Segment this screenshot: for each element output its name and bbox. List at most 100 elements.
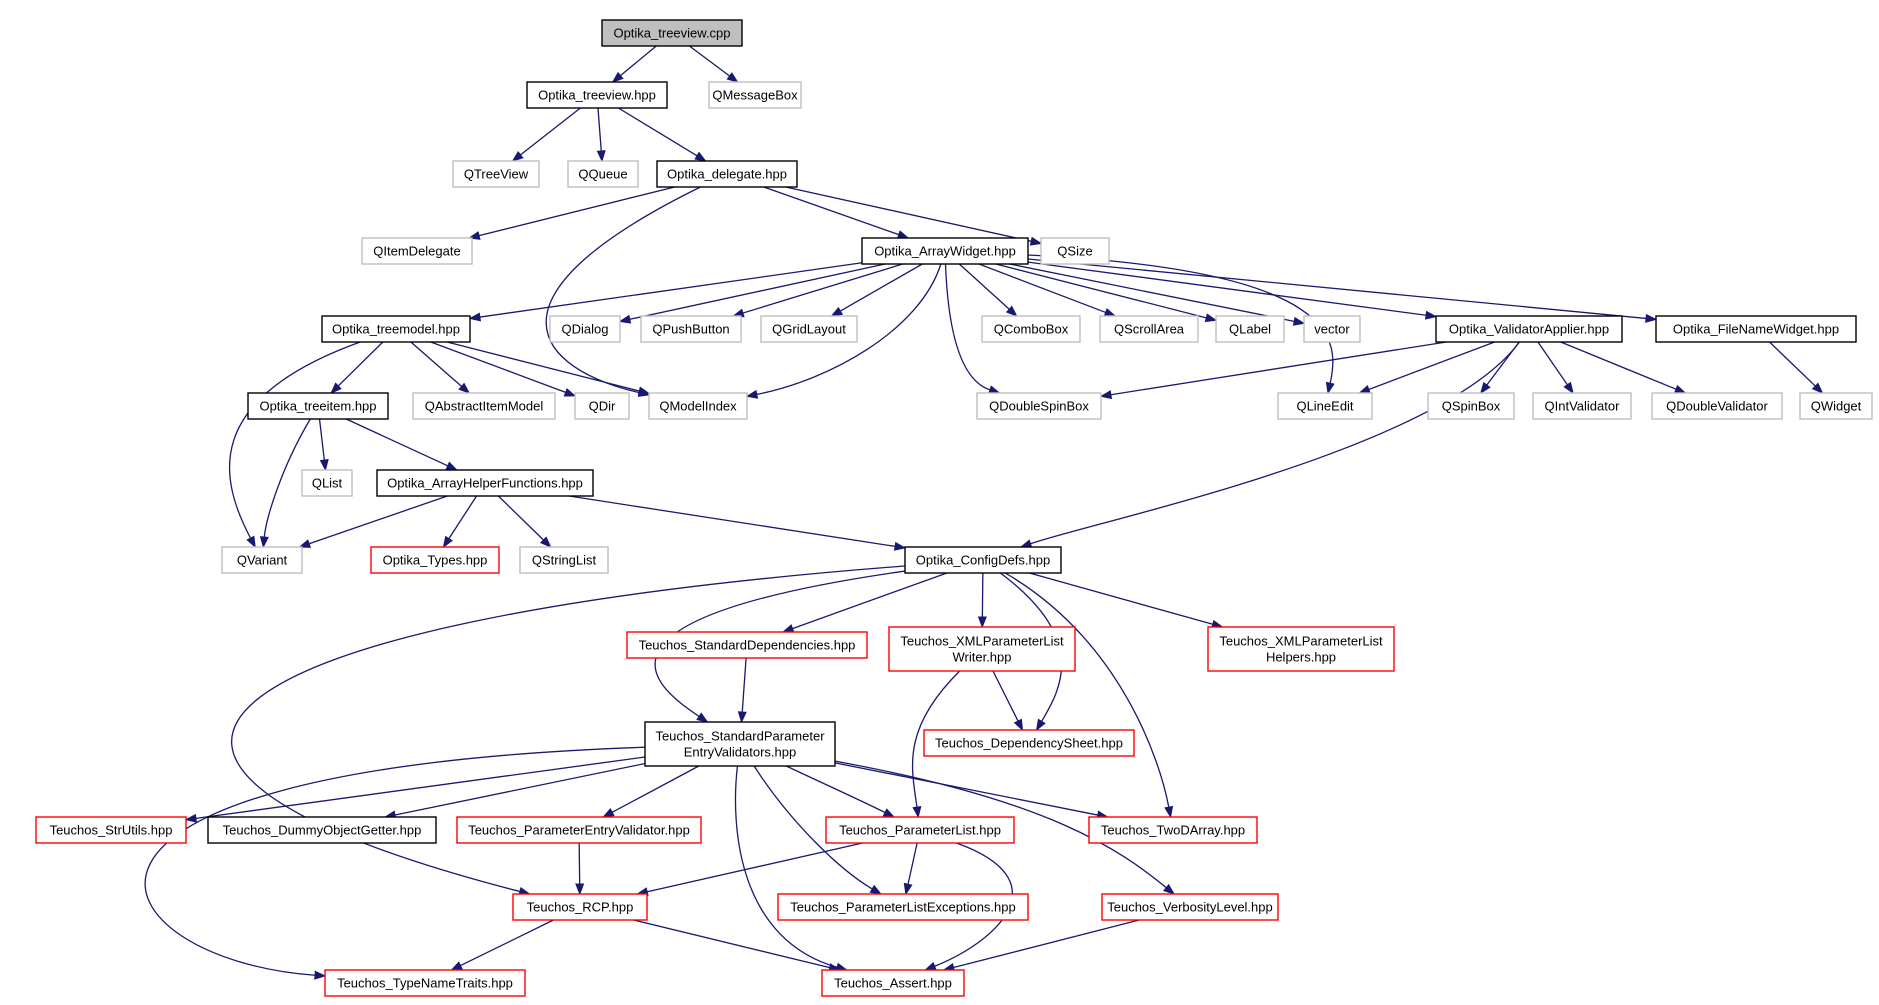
edge-line	[834, 762, 1098, 816]
node-qitemdelegate: QItemDelegate	[361, 237, 473, 265]
node-label: Teuchos_ParameterListExceptions.hpp	[790, 900, 1015, 915]
node-qcombobox: QComboBox	[981, 315, 1081, 343]
node-label: Optika_treemodel.hpp	[332, 322, 460, 337]
edge-n43-to-n45	[636, 842, 863, 897]
node-teuchos-standarddependencies-hpp[interactable]: Teuchos_StandardDependencies.hpp	[626, 631, 868, 659]
edge-n18-to-n28	[1769, 341, 1824, 394]
edge-n7-to-n18	[1027, 258, 1658, 323]
edge-n38-to-n48	[144, 746, 646, 980]
edge-line	[1027, 258, 1647, 320]
edge-n7-to-n16	[1009, 263, 1306, 326]
node-box	[376, 469, 594, 497]
node-label: Optika_delegate.hpp	[667, 167, 787, 182]
arrowhead-icon	[1019, 539, 1033, 548]
edge-n36-to-n43	[911, 670, 961, 819]
edge-n9-to-n21	[430, 341, 577, 397]
node-qstringlist: QStringList	[519, 546, 609, 574]
node-box	[1303, 315, 1361, 343]
edge-line	[756, 263, 942, 396]
node-box	[1651, 392, 1783, 420]
node-optika-types-hpp[interactable]: Optika_Types.hpp	[370, 546, 500, 574]
edge-line	[689, 45, 730, 77]
arrowhead-icon	[694, 151, 707, 162]
edge-n9-to-n20	[410, 341, 471, 394]
node-label: QList	[312, 476, 343, 491]
node-box	[549, 315, 621, 343]
edge-n34-to-n36	[977, 572, 987, 629]
arrowhead-icon	[1204, 313, 1218, 323]
node-teuchos-dependencysheet-hpp[interactable]: Teuchos_DependencySheet.hpp	[923, 729, 1135, 757]
node-label: Optika_treeview.cpp	[613, 26, 730, 41]
edge-line	[834, 760, 1167, 889]
node-qabstractitemmodel: QAbstractItemModel	[412, 392, 556, 420]
node-label: QDoubleSpinBox	[989, 399, 1089, 414]
node-label: QLabel	[1229, 322, 1271, 337]
node-optika-arraywidget-hpp[interactable]: Optika_ArrayWidget.hpp	[861, 237, 1029, 265]
edge-n7-to-n15	[995, 263, 1218, 323]
node-teuchos-parameterentryvalidator-hpp[interactable]: Teuchos_ParameterEntryValidator.hpp	[456, 816, 702, 844]
node-optika-configdefs-hpp[interactable]: Optika_ConfigDefs.hpp	[904, 546, 1062, 574]
node-qintvalidator: QIntValidator	[1532, 392, 1632, 420]
arrowhead-icon	[184, 813, 198, 823]
edge-line	[944, 263, 991, 391]
arrowhead-icon	[912, 805, 922, 819]
node-teuchos-parameterlistexceptions-hpp[interactable]: Teuchos_ParameterListExceptions.hpp	[777, 893, 1029, 921]
edge-n1-to-n5	[618, 107, 707, 162]
node-optika-validatorapplier-hpp[interactable]: Optika_ValidatorApplier.hpp	[1435, 315, 1623, 343]
edge-line	[1030, 341, 1520, 545]
edge-line	[597, 107, 602, 152]
edge-line	[907, 842, 918, 885]
node-teuchos-verbositylevel-hpp[interactable]: Teuchos_VerbosityLevel.hpp	[1101, 893, 1279, 921]
edge-line	[1029, 572, 1213, 625]
node-label: Teuchos_TypeNameTraits.hpp	[337, 976, 513, 991]
edge-n19-to-n31	[259, 418, 311, 549]
node-qlist: QList	[301, 469, 353, 497]
node-optika-delegate-hpp[interactable]: Optika_delegate.hpp	[656, 160, 798, 188]
node-teuchos-twodarray-hpp[interactable]: Teuchos_TwoDArray.hpp	[1088, 816, 1258, 844]
edge-n38-to-n43	[786, 765, 896, 818]
edge-n42-to-n45	[575, 842, 585, 896]
edge-n38-to-n44	[834, 762, 1109, 820]
node-teuchos-standardparameter-entryvalidators-hpp[interactable]: Teuchos_StandardParameterEntryValidators…	[644, 721, 836, 767]
edge-n7-to-n13	[958, 263, 1018, 317]
node-label: QVariant	[237, 553, 288, 568]
node-label: QModelIndex	[659, 399, 737, 414]
node-teuchos-parameterlist-hpp[interactable]: Teuchos_ParameterList.hpp	[825, 816, 1015, 844]
edge-n17-to-n23	[1099, 341, 1447, 400]
node-teuchos-rcp-hpp[interactable]: Teuchos_RCP.hpp	[512, 893, 648, 921]
edge-line	[1537, 341, 1568, 386]
node-teuchos-typenametraits-hpp[interactable]: Teuchos_TypeNameTraits.hpp	[324, 969, 526, 997]
node-teuchos-assert-hpp[interactable]: Teuchos_Assert.hpp	[821, 969, 965, 997]
arrowhead-icon	[1005, 305, 1018, 317]
node-optika-treeitem-hpp[interactable]: Optika_treeitem.hpp	[247, 392, 389, 420]
node-box	[760, 315, 858, 343]
node-optika-treeview-cpp[interactable]: Optika_treeview.cpp	[601, 19, 743, 47]
node-label: QSize	[1057, 244, 1092, 259]
node-qspinbox: QSpinBox	[1427, 392, 1515, 420]
node-optika-arrayhelperfunctions-hpp[interactable]: Optika_ArrayHelperFunctions.hpp	[376, 469, 594, 497]
arrowhead-icon	[726, 72, 739, 83]
edge-n7-to-n12	[830, 263, 923, 317]
node-optika-treemodel-hpp[interactable]: Optika_treemodel.hpp	[321, 315, 471, 343]
node-label: QSpinBox	[1442, 399, 1501, 414]
node-teuchos-dummyobjectgetter-hpp[interactable]: Teuchos_DummyObjectGetter.hpp	[207, 816, 437, 844]
node-label: Teuchos_XMLParameterList	[1219, 634, 1383, 649]
node-optika-filenamewidget-hpp[interactable]: Optika_FileNameWidget.hpp	[1655, 315, 1857, 343]
arrowhead-icon	[896, 230, 910, 239]
node-box	[412, 392, 556, 420]
arrowhead-icon	[1325, 381, 1335, 395]
node-qdialog: QDialog	[549, 315, 621, 343]
edge-line	[497, 495, 544, 541]
node-box	[574, 392, 630, 420]
node-teuchos-strutils-hpp[interactable]: Teuchos_StrUtils.hpp	[35, 816, 187, 844]
node-qscrollarea: QScrollArea	[1099, 315, 1199, 343]
edge-line	[229, 341, 361, 539]
node-box	[1532, 392, 1632, 420]
node-box	[247, 392, 389, 420]
arrowhead-icon	[745, 389, 759, 399]
node-label: QScrollArea	[1114, 322, 1185, 337]
node-optika-treeview-hpp[interactable]: Optika_treeview.hpp	[526, 81, 668, 109]
node-label: QIntValidator	[1545, 399, 1621, 414]
